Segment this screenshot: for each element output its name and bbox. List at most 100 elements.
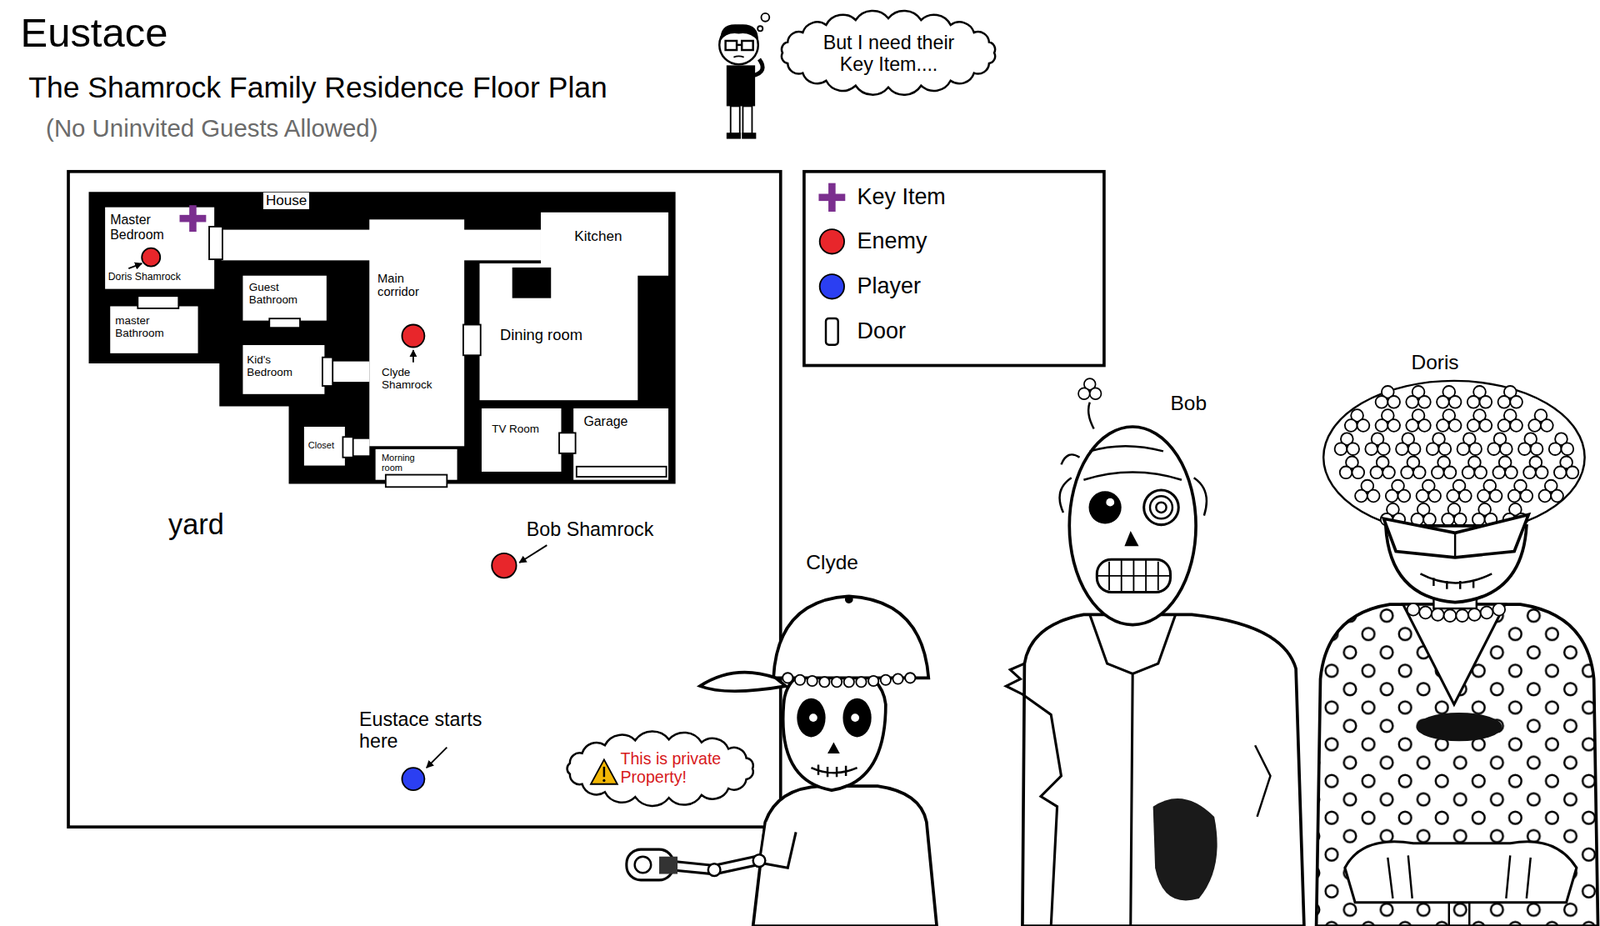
clover bbox=[1335, 432, 1360, 455]
clover bbox=[1355, 480, 1380, 503]
room-label: Kid's Bedroom bbox=[246, 353, 306, 379]
leader-arrows bbox=[128, 263, 547, 768]
legend-text: Door bbox=[857, 314, 906, 350]
clover bbox=[1441, 503, 1466, 526]
eustace-glasses bbox=[741, 40, 753, 50]
room: Garage bbox=[573, 408, 669, 480]
doris-neckline bbox=[1403, 604, 1505, 705]
legend-swatch bbox=[816, 224, 848, 260]
bob-eye-shine bbox=[1105, 498, 1115, 507]
door bbox=[385, 475, 447, 488]
legend-frame bbox=[804, 171, 1105, 366]
warning-mark bbox=[602, 779, 605, 782]
room: Kitchen bbox=[540, 212, 669, 276]
legend-text: Key Item bbox=[857, 180, 946, 215]
room-floor bbox=[332, 361, 370, 382]
cloud-outline bbox=[567, 731, 754, 806]
clover bbox=[1446, 480, 1471, 503]
bob-teeth bbox=[1096, 559, 1170, 592]
swatch-door bbox=[825, 318, 839, 345]
bob-jacket-tear bbox=[1255, 745, 1270, 817]
clover bbox=[1477, 480, 1502, 503]
door bbox=[342, 436, 353, 457]
bob-head bbox=[1069, 426, 1196, 625]
flower bbox=[855, 676, 866, 687]
thought-dot bbox=[757, 25, 763, 31]
plan-title: The Shamrock Family Residence Floor Plan bbox=[28, 71, 608, 105]
flower bbox=[807, 675, 818, 686]
flower bbox=[868, 675, 879, 686]
cloud-outline bbox=[781, 10, 995, 95]
clyde-joint bbox=[708, 863, 721, 876]
room-floor bbox=[481, 408, 562, 472]
room-label: Dining room bbox=[500, 326, 583, 345]
counter-block bbox=[512, 267, 552, 299]
doris-hands bbox=[1345, 841, 1577, 903]
player-dot bbox=[401, 767, 425, 790]
clover bbox=[1410, 503, 1435, 526]
doris-fingers bbox=[1387, 855, 1530, 926]
room-floor bbox=[242, 345, 325, 395]
leader-arrow bbox=[519, 545, 547, 563]
key-item-cross bbox=[180, 215, 207, 223]
thought-dot bbox=[760, 13, 770, 22]
room-label: Master Bedroom bbox=[110, 212, 174, 243]
clyde-cap-button bbox=[845, 595, 854, 604]
pearl bbox=[1480, 606, 1494, 620]
clover bbox=[1492, 456, 1517, 480]
bob-jacket bbox=[1022, 614, 1305, 926]
bob-stain bbox=[1153, 798, 1218, 900]
room: Main corridor bbox=[369, 219, 465, 446]
room-label: yard bbox=[168, 508, 225, 540]
flower bbox=[831, 676, 842, 687]
clover bbox=[1370, 456, 1395, 480]
bob-sprout bbox=[1088, 402, 1095, 430]
doris-clover-hair bbox=[1335, 385, 1580, 526]
room-label: Main corridor bbox=[377, 271, 439, 300]
door bbox=[463, 325, 481, 356]
house-walls bbox=[89, 191, 676, 484]
flower bbox=[880, 675, 891, 685]
plan-subtitle: (No Uninvited Guests Allowed) bbox=[45, 115, 378, 143]
character-name: Bob bbox=[1170, 391, 1207, 415]
room: master Bathroom bbox=[110, 305, 198, 353]
clover bbox=[1385, 480, 1410, 503]
eustace-leg bbox=[730, 105, 740, 134]
bob-spiral-eye bbox=[1155, 502, 1166, 513]
pearl bbox=[1419, 606, 1432, 620]
room-floor bbox=[369, 219, 465, 446]
leader-arrow bbox=[128, 263, 142, 269]
flower bbox=[782, 672, 793, 683]
map-frame-outline bbox=[68, 171, 781, 827]
eustace-shoe bbox=[741, 132, 756, 139]
clover bbox=[1400, 456, 1425, 480]
room-label: Morning room bbox=[381, 452, 433, 474]
room-floors bbox=[105, 207, 669, 480]
room-label: Guest Bathroom bbox=[249, 280, 313, 306]
room: Closet bbox=[304, 426, 345, 466]
clover bbox=[1436, 385, 1461, 409]
clyde-nose bbox=[827, 742, 840, 754]
room: TV Room bbox=[481, 408, 562, 472]
pearl bbox=[1407, 603, 1420, 616]
clover bbox=[1498, 385, 1523, 409]
eustace-leg bbox=[742, 105, 752, 134]
clyde-grip bbox=[659, 856, 678, 875]
doris-blouse bbox=[1316, 604, 1599, 926]
leader-arrow bbox=[412, 350, 415, 363]
clyde-eye bbox=[842, 698, 871, 738]
flower bbox=[905, 672, 915, 683]
doors bbox=[137, 226, 666, 487]
legend-entry: Enemy bbox=[816, 224, 1093, 260]
enemy-dot bbox=[491, 553, 516, 578]
clover bbox=[1539, 480, 1564, 503]
clover bbox=[1345, 409, 1370, 432]
eustace-shirt bbox=[726, 65, 755, 106]
clover bbox=[1528, 409, 1553, 432]
bob-spiral-eye bbox=[1150, 495, 1173, 519]
bob-clover bbox=[1078, 378, 1101, 400]
enemy-dot bbox=[401, 325, 425, 348]
pearl bbox=[1455, 609, 1469, 622]
clover bbox=[1416, 480, 1441, 503]
room-floor bbox=[105, 207, 215, 290]
